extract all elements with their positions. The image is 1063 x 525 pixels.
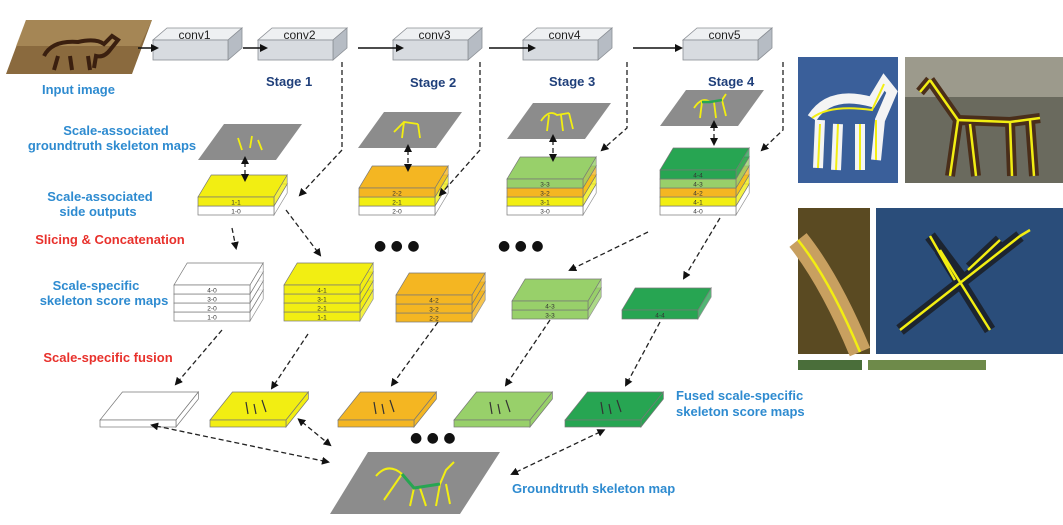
layer-label: 4-0 <box>207 288 217 295</box>
layer-label: 2-2 <box>429 316 439 323</box>
layer-label: 3-1 <box>540 200 550 207</box>
score-map-stack-5: 4-4 <box>621 286 712 321</box>
gt-skeleton-map-4 <box>660 90 764 126</box>
layer-slab: 4-2 <box>395 271 486 306</box>
layer-slab: 4-0 <box>173 261 264 296</box>
layer-label: 1-1 <box>317 315 327 322</box>
layer-slab: 1-1 <box>197 173 288 208</box>
layer-label: 4-1 <box>693 200 703 207</box>
layer-label: 2-0 <box>392 209 402 216</box>
layer-label: 4-2 <box>693 191 703 198</box>
layer-slab: 3-3 <box>506 155 597 190</box>
score-map-stack-2: 1-1 2-1 3-1 4-1 <box>283 261 374 323</box>
input-image-thumbnail <box>6 20 152 74</box>
layer-label: 1-0 <box>207 315 217 322</box>
layer-label: 2-1 <box>392 200 402 207</box>
layer-label: 4-4 <box>655 313 665 320</box>
layer-label: 3-3 <box>545 313 555 320</box>
layer-label: 4-2 <box>429 298 439 305</box>
side-output-stack-3: 3-0 3-1 3-2 3-3 <box>506 155 597 217</box>
gt-maps-label-line1: Scale-associated <box>63 123 169 138</box>
fusion-label: Scale-specific fusion <box>43 350 172 365</box>
score-map-stack-3: 2-2 3-2 4-2 <box>395 271 486 324</box>
fused-label-line1: Fused scale-specific <box>676 388 803 403</box>
slicing-label: Slicing & Concatenation <box>35 232 185 247</box>
fused-map-5 <box>564 391 665 428</box>
stage-label: Stage 3 <box>549 74 595 89</box>
layer-label: 2-0 <box>207 306 217 313</box>
fused-map-4 <box>453 391 554 428</box>
side-output-stack-2: 2-0 2-1 2-2 <box>358 164 449 217</box>
layer-label: 4-1 <box>317 288 327 295</box>
stage-label: Stage 1 <box>266 74 312 89</box>
ellipsis-dots: ● ● ● <box>374 238 420 254</box>
layer-slab: 2-2 <box>358 164 449 199</box>
fused-label-line2: skeleton score maps <box>676 404 805 419</box>
fused-map-1 <box>99 391 200 428</box>
conv-label: conv5 <box>708 28 740 42</box>
layer-label: 3-0 <box>207 297 217 304</box>
fused-map-3 <box>337 391 438 428</box>
layer-label: 3-1 <box>317 297 327 304</box>
layer-label: 2-2 <box>392 191 402 198</box>
layer-label: 1-0 <box>231 209 241 216</box>
conv-label: conv2 <box>283 28 315 42</box>
side-outputs-label-line1: Scale-associated <box>47 189 153 204</box>
layer-label: 2-1 <box>317 306 327 313</box>
layer-label: 4-3 <box>693 182 703 189</box>
layer-label: 1-1 <box>231 200 241 207</box>
conv-block-4: conv4 <box>521 27 614 61</box>
conv-block-3: conv3 <box>391 27 484 61</box>
score-map-stack-1: 1-0 2-0 3-0 4-0 <box>173 261 264 323</box>
layer-label: 3-0 <box>540 209 550 216</box>
example-photos <box>789 57 1063 370</box>
layer-label: 3-2 <box>429 307 439 314</box>
gt-skeleton-map-3 <box>507 103 611 139</box>
stage-label: Stage 2 <box>410 75 456 90</box>
side-outputs-label-line2: side outputs <box>59 204 136 219</box>
gt-skeleton-map-1 <box>198 124 302 160</box>
conv-label: conv3 <box>418 28 450 42</box>
conv-block-5: conv5 <box>681 27 774 61</box>
ellipsis-dots: ● ● ● <box>410 430 456 446</box>
layer-label: 4-4 <box>693 173 703 180</box>
groundtruth-skeleton-map <box>330 452 500 514</box>
gt-skeleton-label: Groundtruth skeleton map <box>512 481 675 496</box>
gt-skeleton-map-2 <box>358 112 462 148</box>
gt-maps-label-line2: groundtruth skeleton maps <box>28 138 196 153</box>
layer-slab: 4-4 <box>659 146 750 181</box>
side-output-stack-4: 4-0 4-1 4-2 4-3 4-4 <box>659 146 750 217</box>
conv-block-1: conv1 <box>151 27 244 61</box>
conv-label: conv1 <box>178 28 210 42</box>
score-maps-label-line2: skeleton score maps <box>40 293 169 308</box>
conv-block-2: conv2 <box>256 27 349 61</box>
layer-label: 4-3 <box>545 304 555 311</box>
layer-slab: 4-4 <box>621 286 712 321</box>
layer-label: 3-2 <box>540 191 550 198</box>
layer-label: 4-0 <box>693 209 703 216</box>
stage-label: Stage 4 <box>708 74 755 89</box>
score-map-stack-4: 3-34-3 <box>511 277 602 321</box>
score-maps-label-line1: Scale-specific <box>53 278 140 293</box>
conv-label: conv4 <box>548 28 580 42</box>
layer-slab: 4-1 <box>283 261 374 296</box>
fused-map-2 <box>209 391 310 428</box>
ellipsis-dots: ● ● ● <box>498 238 544 254</box>
input-image-label: Input image <box>42 82 115 97</box>
side-output-stack-1: 1-01-1 <box>197 173 288 217</box>
layer-slab: 4-3 <box>511 277 602 312</box>
layer-label: 3-3 <box>540 182 550 189</box>
